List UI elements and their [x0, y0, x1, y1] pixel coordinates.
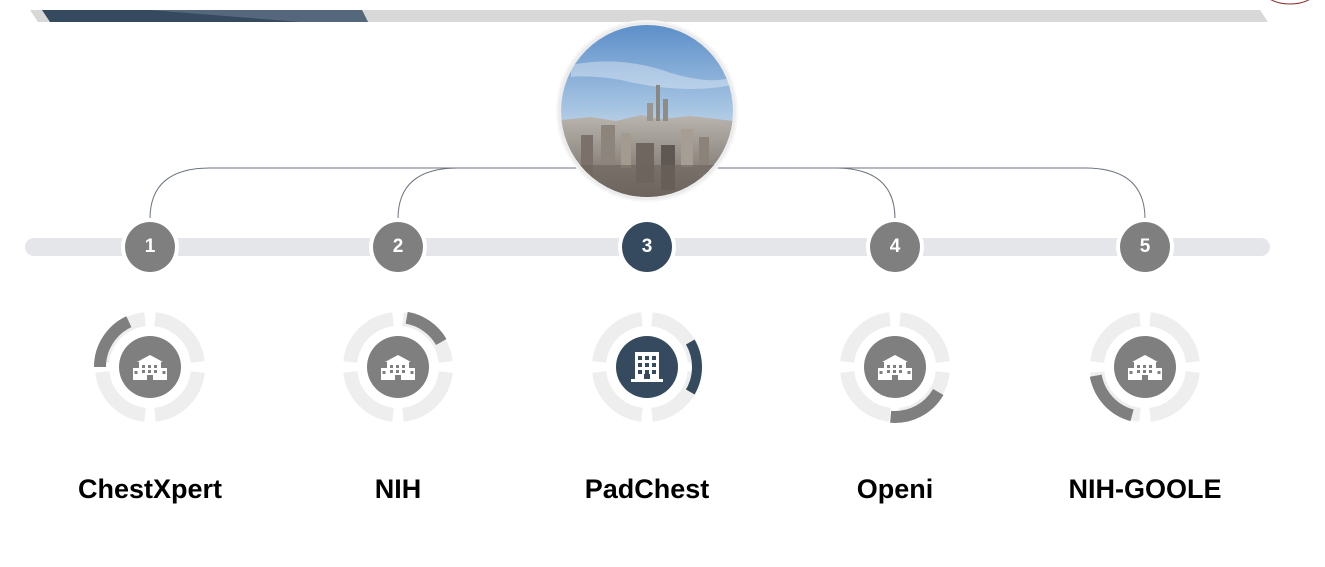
dial-ring-segment [1148, 370, 1200, 422]
step-badge[interactable]: 1 [125, 222, 175, 272]
dial-progress-arc [1089, 374, 1134, 422]
dial-progress-arc [685, 339, 702, 395]
connector-line [149, 167, 727, 220]
dial-ring-segment [840, 312, 892, 364]
dial-progress-arc [94, 316, 132, 368]
progress-dial [85, 302, 215, 432]
header-banner [30, 10, 1268, 22]
progress-dial [830, 302, 960, 432]
dial-progress-arc [405, 311, 447, 346]
dial-ring-segment [401, 370, 453, 422]
step-badge[interactable]: 3 [622, 222, 672, 272]
city-skyline-photo [561, 25, 733, 197]
dataset-label: NIH [374, 474, 422, 504]
step-badge[interactable]: 4 [870, 222, 920, 272]
progress-dial [582, 302, 712, 432]
dial-ring-segment [840, 370, 892, 422]
dial-ring-segment [153, 370, 205, 422]
step-badge[interactable]: 2 [373, 222, 423, 272]
dial-ring-segment [343, 370, 395, 422]
dial-ring-segment [343, 312, 395, 364]
dial-ring-segment [95, 370, 147, 422]
progress-dial [1080, 302, 1210, 432]
dial-ring-segment [592, 370, 644, 422]
dataset-label: Openi [856, 474, 934, 504]
step-badge[interactable]: 5 [1120, 222, 1170, 272]
connector-line [397, 167, 727, 220]
dataset-label: PadChest [584, 474, 710, 504]
building-icon [381, 355, 415, 380]
dataset-label: NIH-GOOLE [1068, 474, 1222, 504]
dial-ring-segment [898, 312, 950, 364]
dial-ring-segment [1148, 312, 1200, 364]
header-banner-gradient [150, 10, 368, 22]
building-icon [878, 355, 912, 380]
dial-ring-segment [592, 312, 644, 364]
connector-line [567, 167, 1146, 220]
dataset-label: ChestXpert [77, 474, 223, 504]
progress-dial [333, 302, 463, 432]
corner-seal-icon [1270, 0, 1310, 5]
building-icon [133, 355, 167, 380]
dial-progress-arc [890, 388, 944, 423]
office-building-icon [631, 352, 663, 382]
building-icon [1128, 355, 1162, 380]
dial-ring-segment [1090, 312, 1142, 364]
dial-ring-segment [153, 312, 205, 364]
